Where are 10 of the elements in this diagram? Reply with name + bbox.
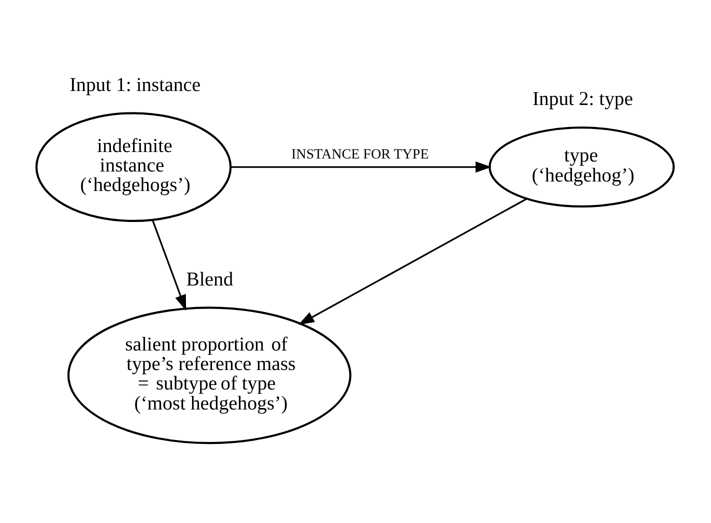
node-ellipse: indefinite instance (‘hedgehogs’) [35,112,232,222]
arrow [298,198,527,324]
node-ellipse: salient proportion of type’s reference mass = subtype of type (‘most hedgehogs’) [67,306,352,444]
node-label: Input 1: instance [70,74,201,96]
node-ellipse: type (‘hedgehog’) [488,126,675,208]
node-label: Input 2: type [532,88,633,110]
arrow [231,160,492,172]
node-label: Blend [186,268,234,290]
edge-label: INSTANCE FOR TYPE [291,146,429,162]
arrow [152,218,186,310]
